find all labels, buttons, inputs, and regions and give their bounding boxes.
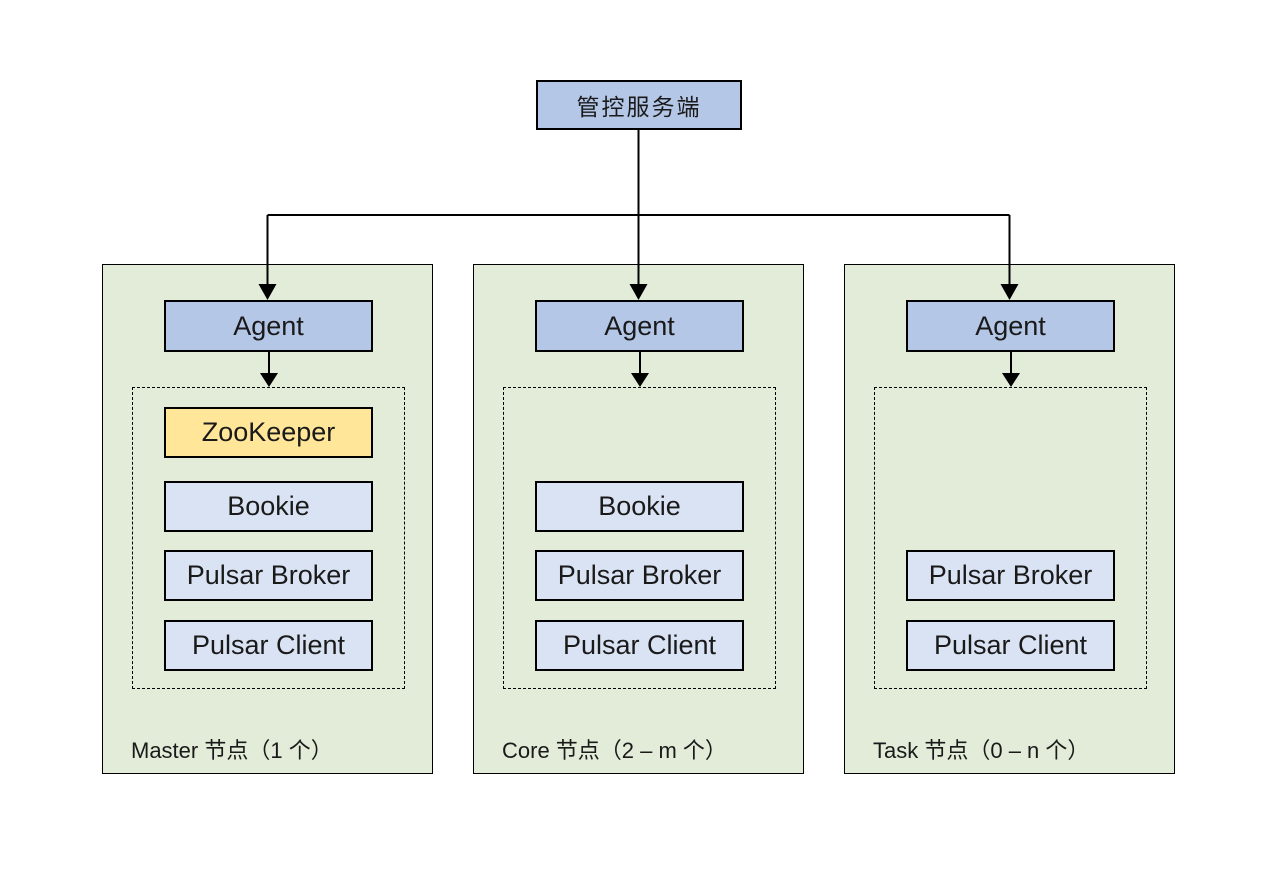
node-panel-task: Agent Pulsar Broker Pulsar Client Task 节… [844, 264, 1175, 774]
component-box-pulsar-broker: Pulsar Broker [535, 550, 744, 601]
control-server-label: 管控服务端 [576, 94, 702, 120]
control-server-box: 管控服务端 [536, 80, 742, 130]
panel-caption-master: Master 节点（1 个） [131, 738, 333, 763]
component-label: Bookie [598, 491, 681, 521]
agent-box-master: Agent [164, 300, 373, 352]
components-group-master [132, 387, 405, 689]
component-box-zookeeper: ZooKeeper [164, 407, 373, 458]
components-group-core [503, 387, 776, 689]
agent-to-components-arrow-line [1009, 352, 1012, 374]
agent-box-core: Agent [535, 300, 744, 352]
component-label: Bookie [227, 491, 310, 521]
components-group-task [874, 387, 1147, 689]
node-panel-core: Agent Bookie Pulsar Broker Pulsar Client… [473, 264, 804, 774]
component-box-pulsar-client: Pulsar Client [906, 620, 1115, 671]
component-box-pulsar-client: Pulsar Client [164, 620, 373, 671]
connector-lines [266, 130, 1011, 284]
agent-label: Agent [233, 310, 304, 341]
component-box-pulsar-broker: Pulsar Broker [906, 550, 1115, 601]
component-label: Pulsar Client [191, 630, 346, 660]
component-label: Pulsar Client [933, 630, 1088, 660]
component-label: ZooKeeper [201, 417, 336, 447]
component-box-pulsar-broker: Pulsar Broker [164, 550, 373, 601]
agent-to-components-arrowhead-icon [630, 373, 649, 387]
agent-to-components-arrow-line [638, 352, 641, 374]
agent-box-task: Agent [906, 300, 1115, 352]
panel-caption-task: Task 节点（0 – n 个） [873, 738, 1090, 763]
agent-to-components-arrowhead-icon [1001, 373, 1020, 387]
component-box-bookie: Bookie [164, 481, 373, 532]
component-label: Pulsar Broker [928, 560, 1093, 590]
panel-caption-core: Core 节点（2 – m 个） [502, 738, 727, 763]
node-panel-master: Agent ZooKeeper Bookie Pulsar Broker Pul… [102, 264, 433, 774]
agent-label: Agent [975, 310, 1046, 341]
agent-to-components-arrowhead-icon [259, 373, 278, 387]
component-box-bookie: Bookie [535, 481, 744, 532]
component-label: Pulsar Broker [557, 560, 722, 590]
agent-to-components-arrow-line [267, 352, 270, 374]
component-label: Pulsar Broker [186, 560, 351, 590]
agent-label: Agent [604, 310, 675, 341]
component-box-pulsar-client: Pulsar Client [535, 620, 744, 671]
component-label: Pulsar Client [562, 630, 717, 660]
